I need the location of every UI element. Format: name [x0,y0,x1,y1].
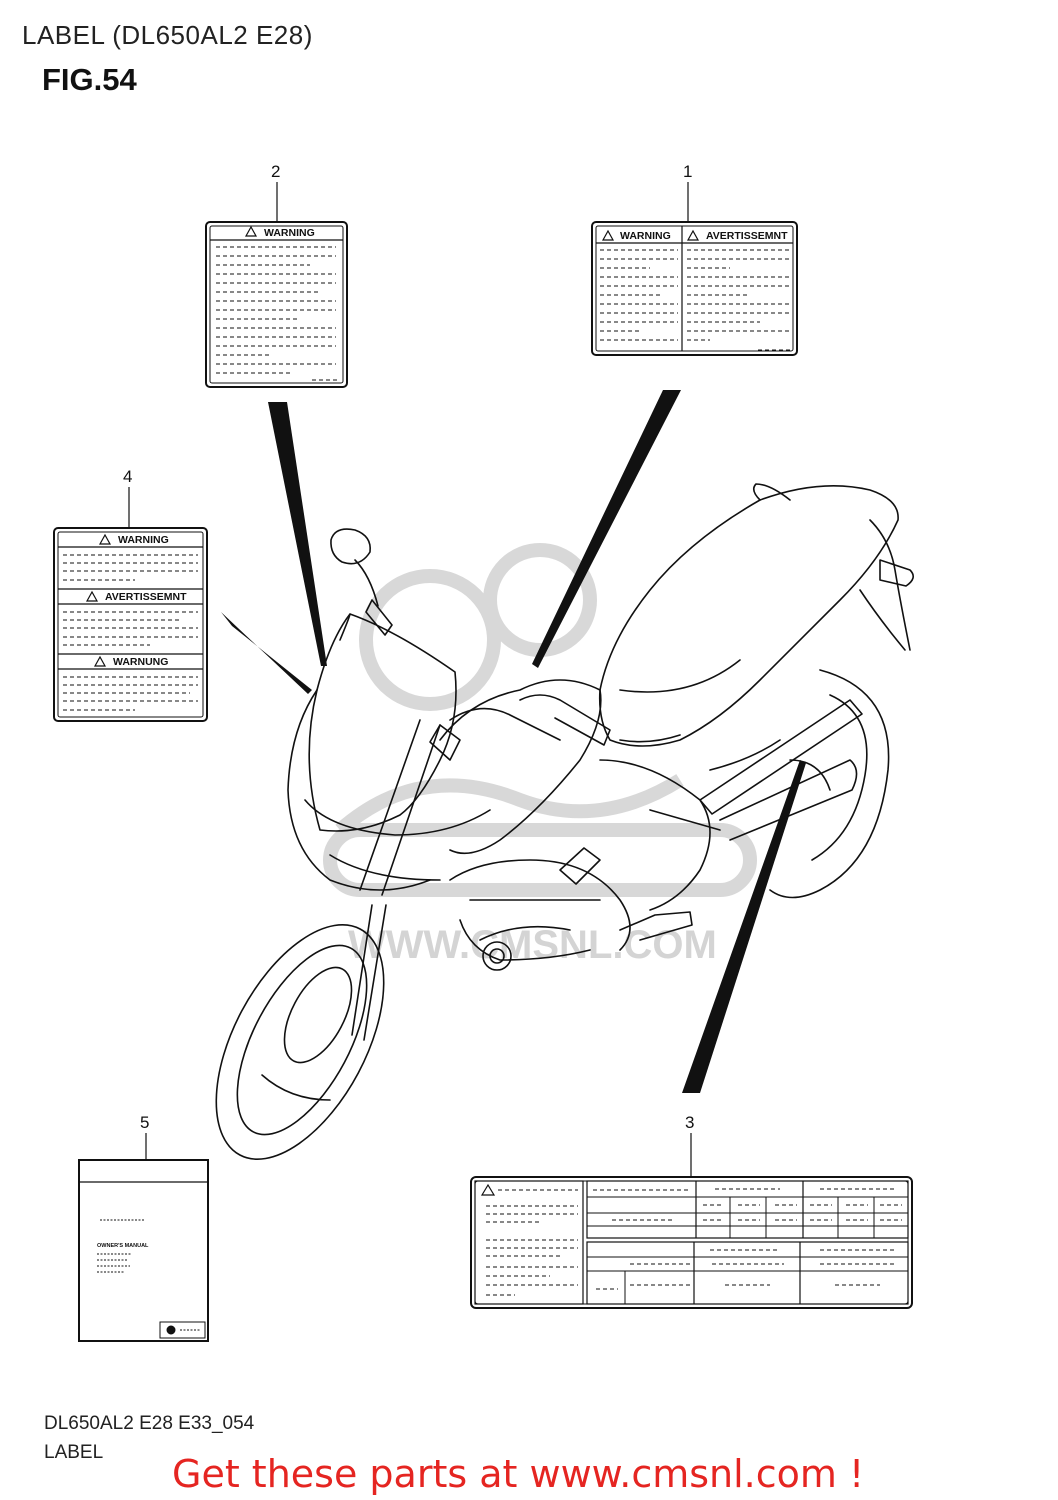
label-4-heading-3: WARNUNG [113,656,168,668]
pointer-label-1 [532,390,681,668]
watermark [323,543,757,897]
label-5-manual-title: OWNER'S MANUAL [97,1243,149,1249]
callout-leaders [128,182,692,1177]
warning-triangle-icon [480,1183,496,1196]
page-header-title: LABEL (DL650AL2 E28) [22,20,313,50]
callout-number-4: 4 [123,467,133,486]
callout-number-1: 1 [683,162,693,181]
label-4-heading-1: WARNING [118,534,169,546]
label-1-heading-left: WARNING [620,230,671,242]
pointer-arrows [221,390,806,1093]
figure-number: FIG.54 [42,62,137,97]
motorcycle-illustration [215,483,914,1160]
diagram-label: LABEL [44,1442,104,1463]
warning-triangle-icon [244,225,258,237]
watermark-text: WWW.CMSNL.COM [348,923,717,967]
label-2-heading: WARNING [264,227,315,239]
pointer-label-3 [682,760,806,1093]
label-2-warning-sticker[interactable] [205,221,348,388]
label-5-owners-manual[interactable] [78,1159,209,1342]
warning-triangle-icon [98,533,112,545]
pointer-label-2 [268,402,327,666]
brand-logo-icon [166,1325,176,1335]
pointer-label-4 [221,612,312,694]
callout-number-5: 5 [140,1113,150,1132]
warning-triangle-icon [85,590,99,602]
warning-triangle-icon [686,229,700,241]
label-1-heading-right: AVERTISSEMNT [706,230,788,242]
callout-number-3: 3 [685,1113,695,1132]
warning-triangle-icon [601,229,615,241]
warning-triangle-icon [93,655,107,667]
label-3-tire-info-sticker[interactable] [470,1176,913,1309]
label-1-warning-sticker[interactable] [591,221,798,356]
diagram-code: DL650AL2 E28 E33_054 [44,1413,255,1434]
callout-number-2: 2 [271,162,281,181]
promo-link[interactable]: Get these parts at www.cmsnl.com ! [172,1452,865,1496]
label-4-heading-2: AVERTISSEMNT [105,591,187,603]
label-4-warning-sticker[interactable] [53,527,208,722]
